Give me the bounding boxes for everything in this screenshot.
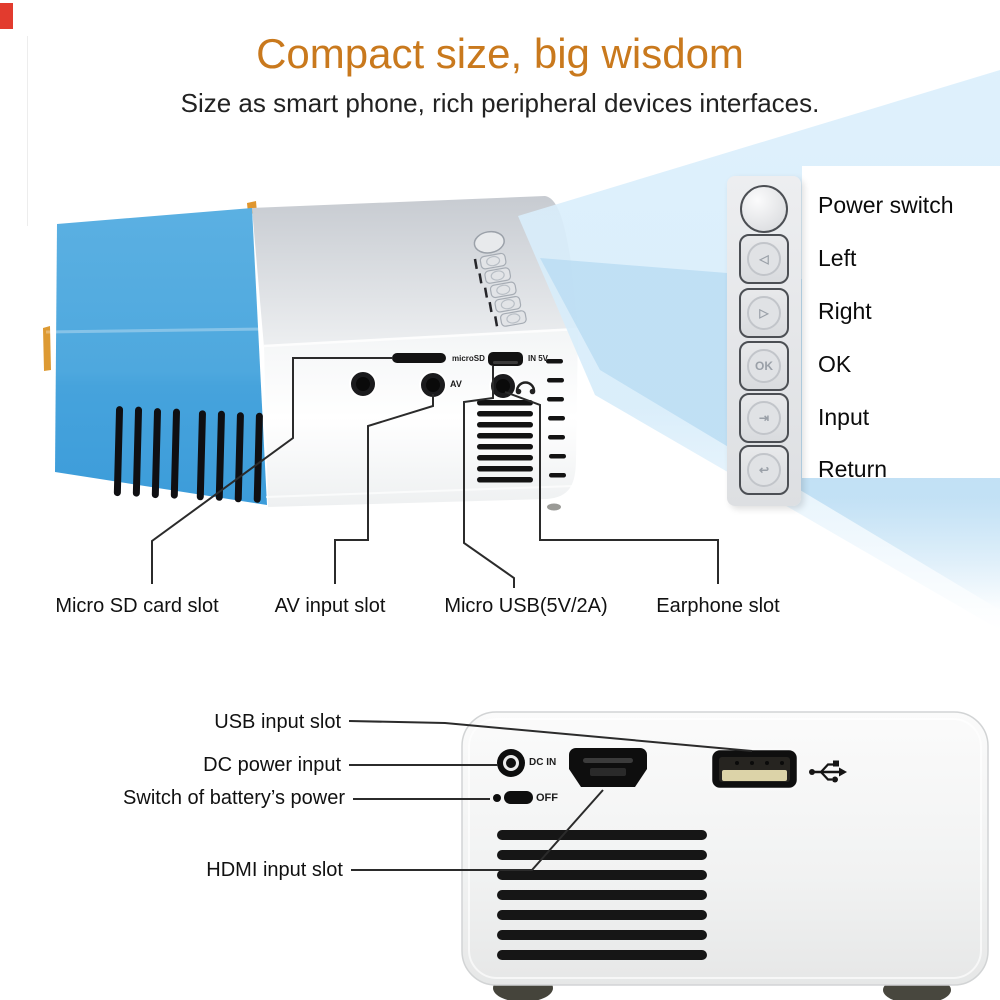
label-hdmi-input-slot: HDMI input slot <box>206 859 343 881</box>
callout-line-usb <box>348 720 753 752</box>
return-icon: ↩ <box>758 463 770 477</box>
micro-sd-slot[interactable] <box>392 353 446 363</box>
return-button[interactable]: ↩ <box>739 445 789 495</box>
micro-sd-engraving: microSD <box>452 354 485 363</box>
keypad-tick-marks <box>473 258 499 327</box>
orange-edge-accent <box>43 326 51 371</box>
front-foot <box>547 503 561 511</box>
page-title: Compact size, big wisdom <box>256 30 744 77</box>
control-panel: ◁ ▷ OK ⇥ ↩ <box>727 176 801 506</box>
input-button[interactable]: ⇥ <box>739 393 789 443</box>
projector-front-view <box>43 196 579 511</box>
right-arrow-icon: ▷ <box>759 306 769 320</box>
av-engraving: AV <box>450 379 462 389</box>
corner-artifact <box>0 3 13 29</box>
label-ok: OK <box>818 351 852 377</box>
label-micro-sd-card-slot: Micro SD card slot <box>55 595 219 617</box>
label-earphone-slot: Earphone slot <box>656 595 780 617</box>
label-power-switch: Power switch <box>818 192 954 218</box>
dc-in-engraving: DC IN <box>529 757 557 768</box>
off-engraving: OFF <box>536 792 558 804</box>
edge-vent-column <box>546 359 566 478</box>
label-av-input-slot: AV input slot <box>274 595 386 617</box>
front-vent-grille <box>477 400 533 483</box>
in-5v-engraving: IN 5V <box>528 354 549 363</box>
callout-lines-top <box>151 357 719 588</box>
power-switch-button[interactable] <box>740 185 788 233</box>
callout-lines-rear <box>348 720 753 871</box>
headphone-icon <box>515 381 536 395</box>
ok-icon: OK <box>755 359 773 373</box>
keypad-buttons[interactable] <box>479 251 527 328</box>
ok-button[interactable]: OK <box>739 341 789 391</box>
battery-switch[interactable] <box>493 791 533 804</box>
callout-line-av <box>334 394 434 584</box>
page-subtitle: Size as smart phone, rich peripheral dev… <box>180 88 820 118</box>
input-icon: ⇥ <box>758 411 770 425</box>
label-input: Input <box>818 404 870 430</box>
ir-jack[interactable] <box>349 370 377 398</box>
label-backing <box>802 166 1000 478</box>
keypad-power-button[interactable] <box>473 229 506 255</box>
label-dc-power-input: DC power input <box>203 754 341 776</box>
dc-in-jack[interactable] <box>497 749 525 777</box>
callout-line-earphone <box>504 391 719 584</box>
earphone-jack[interactable] <box>489 372 517 400</box>
av-jack[interactable] <box>419 371 447 399</box>
blue-side-panel <box>55 208 267 505</box>
hdmi-port[interactable] <box>569 748 647 787</box>
left-arrow-icon: ◁ <box>759 252 769 266</box>
side-vent-grille <box>113 406 263 503</box>
label-battery-switch: Switch of battery’s power <box>123 787 345 809</box>
right-button[interactable]: ▷ <box>739 288 789 338</box>
callout-line-hdmi <box>351 789 604 871</box>
label-left: Left <box>818 245 857 271</box>
callout-line-micro-usb <box>463 366 515 588</box>
rear-vent-grille <box>497 830 707 960</box>
left-button[interactable]: ◁ <box>739 234 789 284</box>
label-usb-input-slot: USB input slot <box>214 711 341 733</box>
usb-port[interactable] <box>709 747 800 791</box>
projector-rear-view <box>461 711 989 1000</box>
label-return: Return <box>818 456 888 482</box>
usb-icon <box>809 760 847 783</box>
label-right: Right <box>818 298 872 324</box>
label-micro-usb: Micro USB(5V/2A) <box>444 595 608 617</box>
top-keypad <box>473 229 527 328</box>
scan-artifact-line <box>27 36 28 226</box>
callout-line-micro-sd <box>151 357 393 584</box>
